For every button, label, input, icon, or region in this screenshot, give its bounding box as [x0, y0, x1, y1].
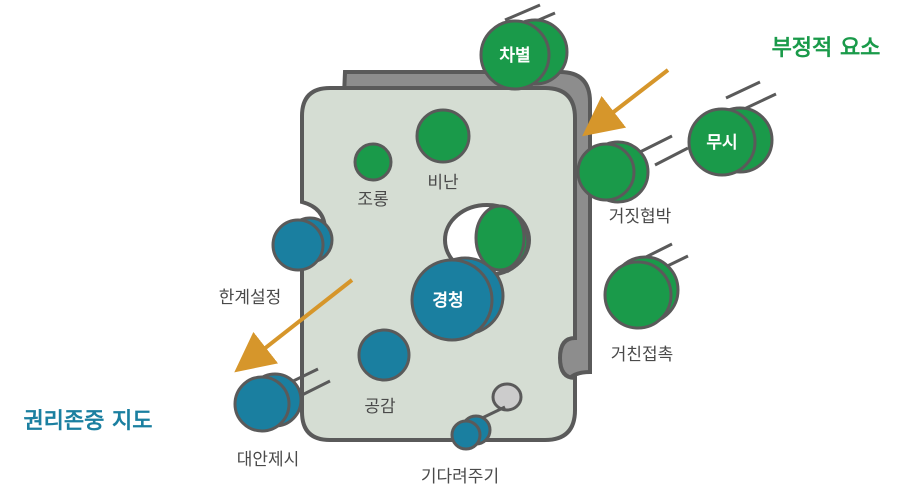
block-hole-bottom	[491, 382, 523, 412]
label-rough-contact: 거친접촉	[611, 345, 674, 365]
label-discrimination: 차별	[499, 46, 530, 66]
label-waiting: 기다려주기	[421, 467, 499, 487]
ball-limit-setting	[271, 216, 334, 272]
label-lying-threat: 거짓협박	[609, 207, 672, 227]
heading-positive: 권리존중 지도	[23, 409, 152, 434]
ball-discrimination: 차별	[479, 18, 569, 91]
ball-waiting	[450, 414, 492, 451]
arrow-positive	[234, 278, 354, 373]
label-mockery: 조롱	[357, 190, 388, 210]
ball-ignore: 무시	[687, 106, 774, 177]
label-blame: 비난	[427, 173, 459, 193]
ball-empathy	[357, 328, 411, 382]
label-alternative: 대안제시	[237, 450, 300, 470]
ball-lying-threat	[576, 140, 650, 204]
ball-listening: 경청	[410, 256, 505, 342]
ball-mockery	[353, 142, 393, 182]
label-empathy: 공감	[364, 397, 396, 417]
ball-in-hole-fill	[474, 204, 526, 272]
heading-negative: 부정적 요소	[772, 36, 881, 61]
label-listening: 경청	[432, 290, 463, 311]
label-limit-setting: 한계설정	[219, 288, 282, 308]
arrow-negative	[582, 68, 670, 137]
ball-alternative	[233, 372, 303, 433]
label-ignore: 무시	[706, 133, 737, 153]
ball-rough-contact	[603, 255, 680, 330]
ball-blame	[415, 108, 471, 164]
